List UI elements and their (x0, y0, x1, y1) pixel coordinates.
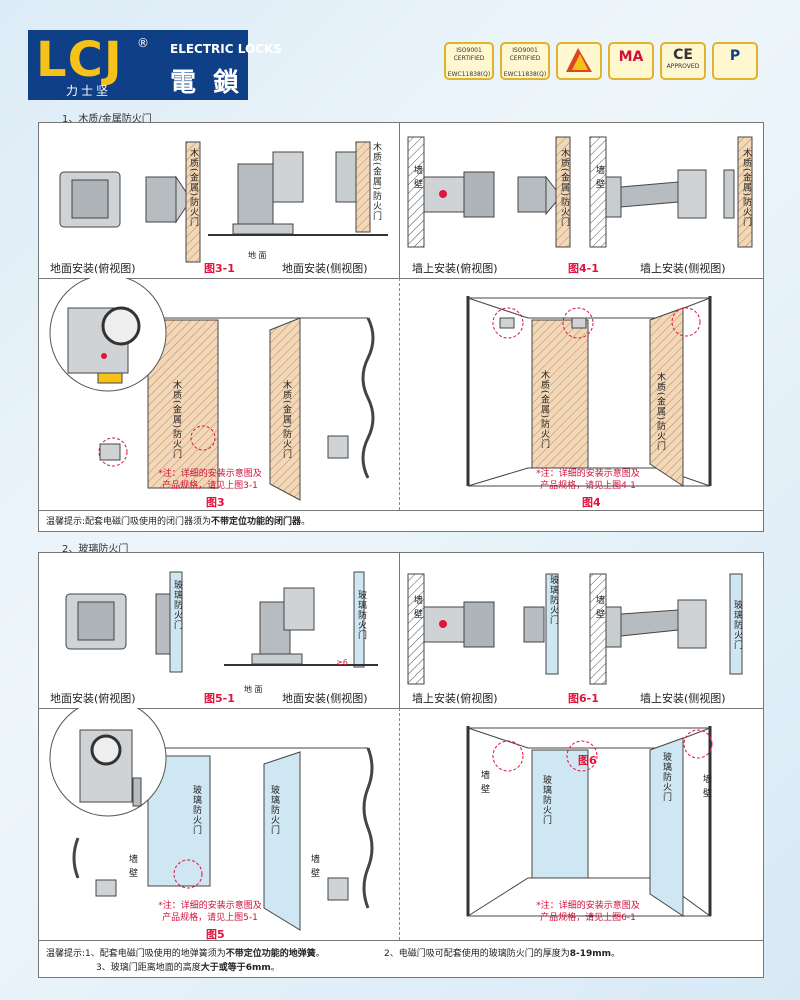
panel-divider (399, 708, 401, 940)
gap-label: ≥6 (336, 658, 348, 667)
door-label: 玻璃防火门 (661, 752, 671, 802)
door-label: 木质(金属)防火门 (539, 370, 549, 450)
logo-text: LCJ (36, 32, 123, 88)
door-label: 木质(金属)防火门 (281, 380, 291, 460)
floor-top-view-label: 地面安装(俯视图) (50, 262, 136, 275)
china-quality-icon (556, 42, 602, 80)
install-note: *注：详细的安装示意图及产品规格，请见上图3-1 (158, 469, 262, 491)
door-label: 玻璃防火门 (269, 785, 279, 835)
door-label: 玻璃防火门 (732, 600, 742, 650)
panel-divider (399, 278, 401, 510)
ground-label: 地 面 (244, 685, 263, 694)
section2-room-diagrams (49, 708, 713, 931)
section1-heading: 1、木质/金属防火门 (62, 114, 152, 125)
fig-4-label: 图4 (582, 496, 601, 509)
wall-side-view-label: 墙上安装(侧视图) (640, 692, 726, 705)
section2-tip-3: 3、玻璃门距离地面的高度大于或等于6mm。 (96, 963, 280, 973)
panel-divider (399, 122, 400, 278)
floor-side-view-label: 地面安装(侧视图) (282, 692, 368, 705)
fig-3-label: 图3 (206, 496, 225, 509)
wall-label: 墙 壁 (309, 854, 319, 878)
section1-tip-bar (38, 510, 764, 532)
door-label: 玻璃防火门 (548, 575, 558, 625)
install-note: *注：详细的安装示意图及产品规格，请见上图5-1 (158, 901, 262, 923)
door-label: 木质(金属)防火门 (171, 380, 181, 460)
door-label: 木质(金属)防火门 (371, 142, 381, 222)
fig-6-1-label: 图6-1 (568, 692, 599, 705)
door-label: 木质(金属)防火门 (655, 372, 665, 452)
ground-label: 地 面 (248, 251, 267, 260)
wall-label: 墙 壁 (479, 770, 489, 794)
cma-icon: MA (608, 42, 654, 80)
door-label: 木质(金属)防火门 (188, 148, 198, 228)
floor-side-view-label: 地面安装(侧视图) (282, 262, 368, 275)
door-label: 玻璃防火门 (541, 775, 551, 825)
wall-label: 墙 壁 (412, 165, 422, 189)
fig-3-1-label: 图3-1 (204, 262, 235, 275)
brand-logo (28, 30, 248, 100)
fig-5-label: 图5 (206, 928, 225, 941)
wall-label: 墙 壁 (701, 774, 711, 798)
door-label: 木质(金属)防火门 (741, 148, 751, 228)
wall-label: 墙 壁 (594, 595, 604, 619)
fig-5-1-label: 图5-1 (204, 692, 235, 705)
door-label: 玻璃防火门 (191, 785, 201, 835)
floor-top-view-label: 地面安装(俯视图) (50, 692, 136, 705)
wall-label: 墙 壁 (127, 854, 137, 878)
section1-top-diagrams (59, 136, 753, 263)
section2-heading: 2、玻璃防火门 (62, 544, 129, 555)
section2-tip-1: 温馨提示:1、配套电磁门吸使用的地弹簧须为不带定位功能的地弹簧。 (46, 949, 325, 959)
section1-room-diagrams (49, 278, 712, 501)
fig-6-label: 图6 (578, 754, 597, 767)
brand-chinese-name: 力士坚 (66, 84, 112, 98)
install-note: *注：详细的安装示意图及产品规格，请见上图6-1 (536, 901, 640, 923)
wall-top-view-label: 墙上安装(俯视图) (412, 262, 498, 275)
wall-side-view-label: 墙上安装(侧视图) (640, 262, 726, 275)
panel-divider (399, 552, 400, 708)
wall-label: 墙 壁 (594, 165, 604, 189)
wall-top-view-label: 墙上安装(俯视图) (412, 692, 498, 705)
door-label: 玻璃防火门 (356, 590, 366, 640)
product-en: ELECTRIC LOCKS (170, 42, 282, 56)
section2-tip-bar (38, 940, 764, 978)
section2-top-diagrams (65, 571, 743, 685)
section2-tip-2: 2、电磁门吸可配套使用的玻璃防火门的厚度为8-19mm。 (384, 949, 621, 959)
registered-mark: ® (137, 36, 149, 50)
wall-label: 墙 壁 (412, 595, 422, 619)
door-label: 玻璃防火门 (172, 580, 182, 630)
fig-4-1-label: 图4-1 (568, 262, 599, 275)
product-cn: 電 鎖 (170, 68, 244, 98)
install-note: *注：详细的安装示意图及产品规格，请见上图4-1 (536, 469, 640, 491)
patent-icon: P (712, 42, 758, 80)
door-label: 木质(金属)防火门 (559, 148, 569, 228)
section1-tip: 温馨提示:配套电磁门吸使用的闭门器须为不带定位功能的闭门器。 (46, 517, 311, 527)
